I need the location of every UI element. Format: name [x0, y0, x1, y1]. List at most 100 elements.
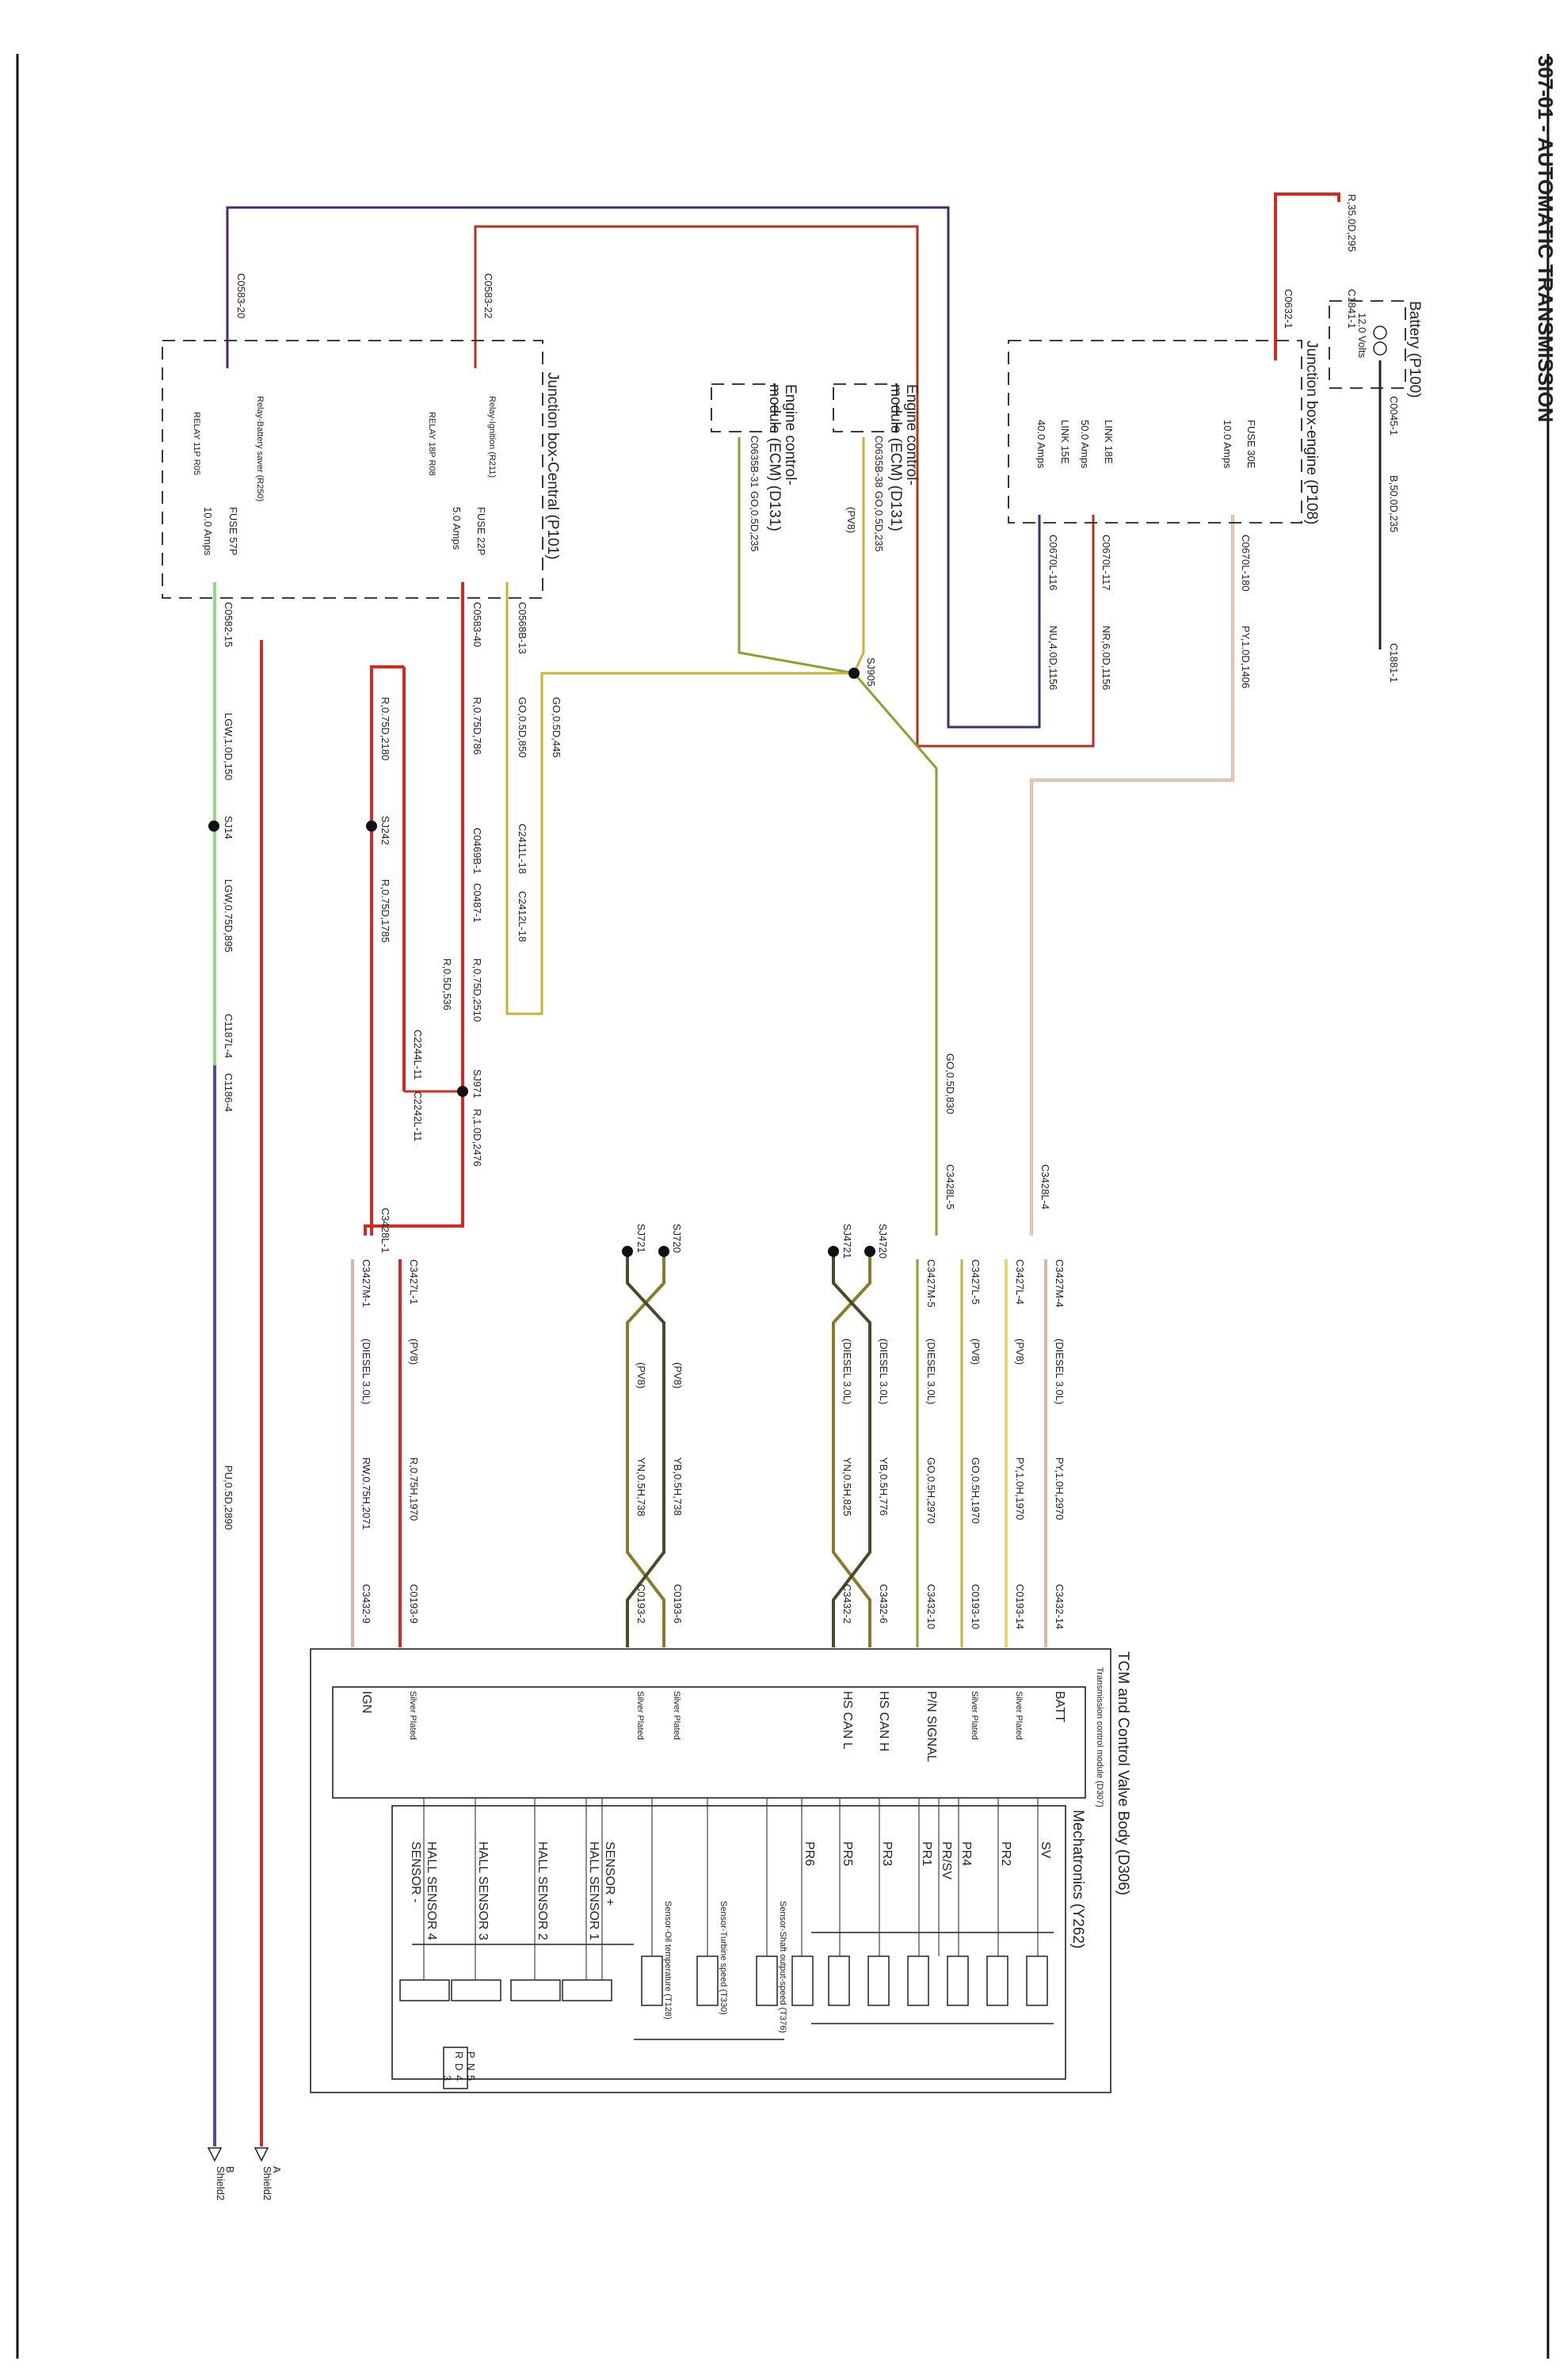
label-lgw1-150: LGW,1.0D,150 — [223, 713, 234, 780]
mechatronics-vertical-leads — [423, 1798, 1039, 1980]
label-py1-2970: PY,1.0H,2970 — [1054, 1457, 1066, 1520]
label-pr3: PR3 — [880, 1841, 894, 1866]
label-r35: R,35.0D,295 — [1346, 194, 1358, 252]
label-diesel-5: (DIESEL 3.0L) — [360, 1339, 372, 1404]
label-batt: BATT — [1053, 1691, 1066, 1723]
label-silver-4: Silver Plated — [635, 1691, 645, 1740]
label-c2244l-11: C2244L-11 — [412, 1030, 424, 1080]
label-c3432-6: C3432-6 — [878, 1584, 890, 1624]
label-r075-1970: R,0.75H,1970 — [408, 1457, 420, 1521]
label-r075-786: R,0.75D,786 — [471, 697, 483, 755]
label-diesel-1: (DIESEL 3.0L) — [1054, 1339, 1066, 1404]
label-c1187l-4: C1187L-4 — [223, 1014, 234, 1058]
label-go05-830: GO,0.5D,830 — [944, 1053, 956, 1114]
label-relay-battery-id: RELAY 11P R05 — [192, 412, 201, 475]
label-ecm2-line2: module (ECM) (D131) — [766, 384, 783, 531]
label-sj721: SJ721 — [635, 1224, 647, 1253]
shield-a-arrow — [254, 2147, 269, 2162]
wire-can-l-diesel — [832, 1251, 871, 1647]
labels-layer: Battery (P100) 12.0 Volts R,35.0D,295 C1… — [192, 194, 1423, 2200]
label-hall2: HALL SENSOR 2 — [536, 1841, 549, 1940]
label-r075-2180: R,0.75D,2180 — [379, 697, 391, 760]
label-pv8-2: (PV8) — [970, 1339, 982, 1365]
label-pr5: PR5 — [841, 1841, 854, 1866]
label-c3428l-5: C3428L-5 — [944, 1164, 956, 1209]
label-hs-can-h: HS CAN H — [877, 1691, 890, 1751]
label-relay-ign: Relay-Ignition (R211) — [487, 396, 497, 478]
battery-plus-terminal — [1373, 326, 1387, 340]
label-gear-4: 4 — [453, 2075, 465, 2081]
wire-red-r075-2180 — [370, 665, 404, 1236]
label-c0635b-31: C0635B-31 — [749, 436, 761, 488]
label-c3432-14: C3432-14 — [1054, 1584, 1066, 1629]
label-sj242: SJ242 — [379, 816, 391, 845]
label-c3428l-1: C3428L-1 — [379, 1208, 391, 1253]
tcm-box — [310, 1648, 1111, 2093]
label-c0045: C0045-1 — [1388, 396, 1400, 436]
label-pr2: PR2 — [999, 1841, 1012, 1866]
label-sj905: SJ905 — [865, 657, 877, 687]
shield-b-arrow — [207, 2147, 223, 2162]
junction-box-central — [162, 340, 543, 599]
label-nu4-1156: NU,4.0D,1156 — [1047, 626, 1059, 690]
label-diesel-4: (DIESEL 3.0L) — [841, 1339, 853, 1404]
page-title: 307-01 - AUTOMATIC TRANSMISSION — [1534, 55, 1557, 422]
label-nr6-1156: NR,6.0D,1156 — [1100, 626, 1112, 690]
mechatronics-box — [391, 1805, 1066, 2080]
label-c0193-14: C0193-14 — [1014, 1584, 1026, 1629]
label-c3427m-5: C3427M-5 — [925, 1259, 937, 1308]
label-relay-battery: Relay-Battery saver (R250) — [255, 396, 265, 501]
label-gear-n: N — [465, 2063, 477, 2070]
label-link15e: LINK 15E — [1059, 420, 1071, 464]
label-battery: Battery (P100) — [1406, 301, 1423, 398]
label-c0582-15: C0582-15 — [223, 602, 234, 647]
label-c1841: C1841-1 — [1346, 289, 1358, 329]
label-c3427l-1: C3427L-1 — [408, 1259, 420, 1304]
label-go05-1970: GO,0.5H,1970 — [970, 1457, 982, 1524]
label-fuse30e: FUSE 30E — [1245, 420, 1257, 469]
label-rw075-2071: RW,0.75H,2071 — [360, 1457, 372, 1530]
label-fuse57p: FUSE 57P — [227, 507, 239, 555]
wire-can-l-pv8 — [626, 1251, 665, 1647]
label-sj4721: SJ4721 — [841, 1224, 853, 1259]
label-py1-1406: PY,1.0D,1406 — [1240, 626, 1252, 688]
label-shield2-b: Shield2 — [215, 2166, 227, 2200]
label-sensor-plus: SENSOR + — [603, 1841, 616, 1906]
label-c0193-6: C0193-6 — [672, 1584, 684, 1624]
label-c0583-40: C0583-40 — [471, 602, 483, 647]
label-go05-235-b: GO,0.5D,235 — [749, 491, 761, 552]
label-c0583-20: C0583-20 — [235, 273, 247, 318]
label-pr4: PR4 — [959, 1841, 973, 1866]
label-pr1: PR1 — [920, 1841, 933, 1866]
label-c0632: C0632-1 — [1283, 289, 1294, 329]
wire-olive-to-c2411 — [505, 582, 854, 1015]
label-gear-3: 3 — [441, 2075, 453, 2081]
label-pv8-4: (PV8) — [635, 1362, 647, 1388]
label-c1186-4: C1186-4 — [223, 1073, 234, 1112]
label-sj4720: SJ4720 — [877, 1224, 889, 1259]
label-silver-2: Silver Plated — [970, 1691, 979, 1740]
label-shield-a: A — [271, 2166, 283, 2173]
wire-pink-fuse30e — [1030, 515, 1234, 1236]
label-go05-850: GO,0.5D,850 — [517, 697, 528, 758]
label-fuse22p-amps: 5.0 Amps — [451, 507, 463, 550]
label-hall4: HALL SENSOR 4 — [425, 1841, 438, 1940]
label-sj14: SJ14 — [223, 816, 234, 840]
label-jbc: Junction box-Central (P101) — [544, 372, 561, 560]
label-pv8-1: (PV8) — [1014, 1339, 1026, 1365]
label-c3432-10: C3432-10 — [925, 1584, 937, 1629]
wire-battery-feed-red — [1274, 192, 1340, 360]
label-silver-3: Silver Plated — [672, 1691, 681, 1740]
label-mech-title: Mechatronics (Y262) — [1069, 1810, 1086, 1948]
label-relay-ign-id: RELAY 18P R08 — [427, 412, 437, 476]
label-c0670-180: C0670L-180 — [1240, 535, 1252, 592]
label-go05-235-a: GO,0.5D,235 — [873, 491, 885, 552]
label-c0193-2: C0193-2 — [635, 1584, 647, 1624]
label-c2242l-11: C2242L-11 — [412, 1091, 424, 1141]
label-sensor-minus: SENSOR - — [409, 1841, 422, 1902]
label-pu05-2890: PU,0.5D,2890 — [223, 1465, 234, 1530]
label-tcm-sub: Transmission control module (D307) — [1095, 1667, 1104, 1807]
label-c1881: C1881-1 — [1388, 643, 1400, 683]
wire-can-h-diesel — [832, 1251, 871, 1647]
